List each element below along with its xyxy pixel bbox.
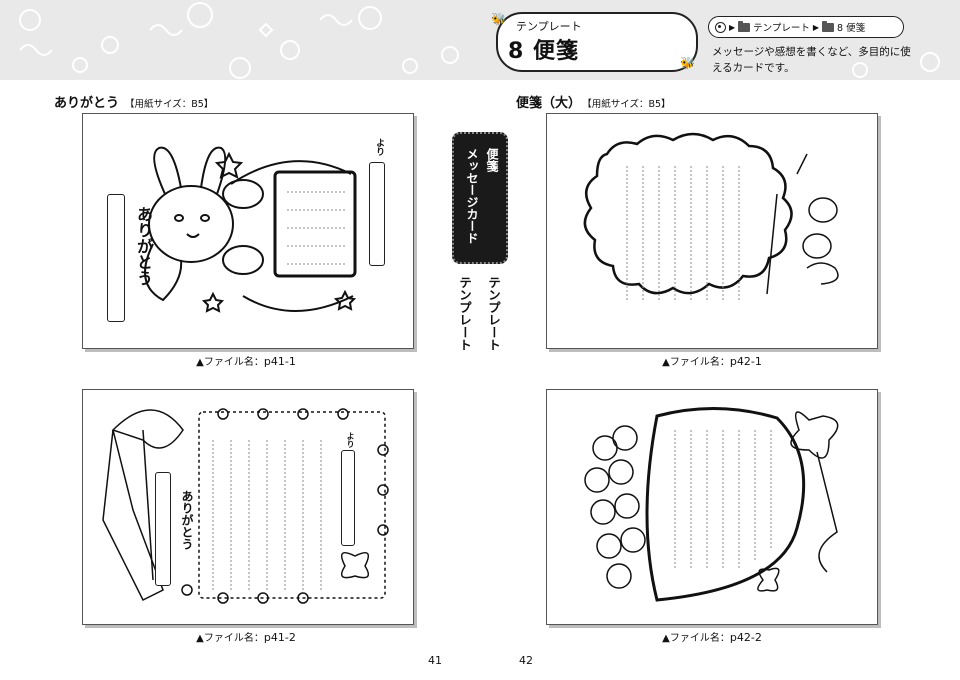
card-illustration — [144, 146, 357, 313]
bee-icon: 🐝 — [680, 56, 695, 70]
arrow-right-icon: ▶ — [729, 22, 736, 32]
caption-p42-2: ▲ファイル名：p42-2 — [612, 629, 812, 644]
category-badge: 便箋 メッセージカード — [452, 132, 508, 264]
file-name: p42-1 — [729, 355, 762, 368]
name-box — [107, 194, 125, 322]
template-label: テンプレート — [486, 276, 501, 351]
breadcrumb: ▶ テンプレート ▶ 8 便箋 — [708, 16, 904, 38]
section-title-left: ありがとう【用紙サイズ：B5】 — [54, 92, 213, 111]
breadcrumb-folder: 8 便箋 — [837, 23, 866, 34]
cd-icon — [715, 21, 726, 33]
caption-p41-1: ▲ファイル名：p41-1 — [146, 353, 346, 368]
paper-size: 【用紙サイズ：B5】 — [587, 99, 671, 110]
caption-prefix: ▲ファイル名： — [196, 633, 264, 644]
card-illustration — [584, 407, 839, 602]
name-box — [155, 472, 171, 586]
paper-size: 【用紙サイズ：B5】 — [125, 99, 214, 110]
template-card-p42-1[interactable] — [546, 113, 878, 349]
arigatou-text: ありがとう — [134, 206, 153, 286]
yori-text: より — [374, 138, 384, 156]
page-number-right: 42 — [519, 654, 533, 667]
name-box — [369, 162, 385, 266]
section-name: 便箋（大） — [516, 96, 582, 111]
caption-p42-1: ▲ファイル名：p42-1 — [612, 353, 812, 368]
template-card-p42-2[interactable] — [546, 389, 878, 625]
badge-line1: 便箋 — [485, 148, 499, 172]
card-illustration — [583, 132, 839, 302]
yori-text: より — [346, 432, 355, 448]
card-illustration — [102, 408, 389, 604]
page-number-left: 41 — [428, 654, 442, 667]
arigatou-text: ありがとう — [180, 490, 194, 550]
folder-icon — [822, 20, 835, 32]
header-band — [0, 0, 960, 80]
breadcrumb-folder: テンプレート — [753, 23, 810, 34]
bee-icon: 🐝 — [491, 12, 506, 26]
header-pattern — [19, 2, 940, 79]
page-title: 8 便箋 — [508, 39, 579, 64]
caption-p41-2: ▲ファイル名：p41-2 — [146, 629, 346, 644]
template-card-p41-2[interactable]: ありがとう より — [82, 389, 414, 625]
arrow-right-icon: ▶ — [812, 22, 820, 32]
section-title-right: 便箋（大） 【用紙サイズ：B5】 — [516, 92, 671, 111]
caption-prefix: ▲ファイル名： — [196, 357, 264, 368]
badge-line2: メッセージカード — [465, 148, 479, 244]
folder-icon — [738, 20, 751, 32]
title-bubble — [496, 12, 698, 72]
file-name: p42-2 — [729, 631, 762, 644]
caption-prefix: ▲ファイル名： — [662, 357, 730, 368]
description: メッセージや感想を書くなど、多目的に使えるカードです。 — [712, 46, 911, 74]
category-label: テンプレート — [516, 20, 582, 33]
section-name: ありがとう — [54, 96, 120, 111]
file-name: p41-1 — [263, 355, 296, 368]
caption-prefix: ▲ファイル名： — [662, 633, 730, 644]
name-box — [341, 450, 355, 546]
template-label: テンプレート — [457, 276, 472, 351]
template-card-p41-1[interactable]: ありがとう より — [82, 113, 414, 349]
file-name: p41-2 — [263, 631, 296, 644]
